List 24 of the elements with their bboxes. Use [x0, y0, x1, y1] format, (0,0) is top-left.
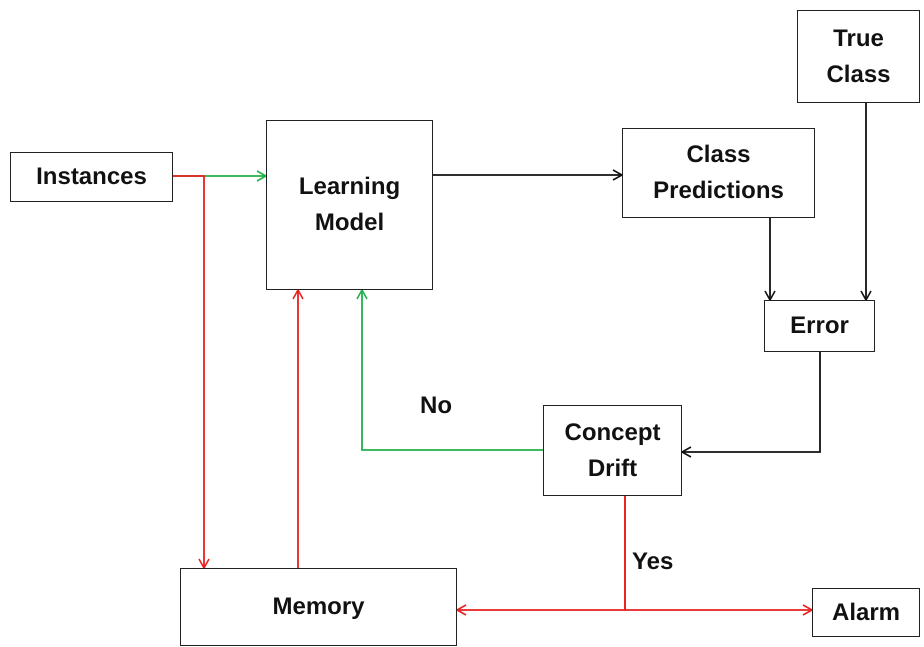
node-label: Concept Drift [564, 418, 662, 484]
arrow [681, 352, 821, 458]
arrow [433, 169, 623, 181]
process-box [543, 405, 682, 496]
node-label: Class Predictions [652, 140, 785, 206]
process-box [812, 588, 920, 637]
process-box [10, 152, 173, 202]
node-label: Memory [272, 592, 365, 622]
arrow [173, 175, 210, 569]
process-box [266, 120, 433, 290]
arrow [860, 103, 872, 301]
node-label: Instances [36, 162, 147, 192]
process-box [764, 300, 875, 352]
process-box [622, 128, 815, 218]
node-label: Error [790, 311, 849, 341]
arrow [764, 218, 776, 301]
node-label: Alarm [832, 598, 900, 628]
node-label: True Class [825, 24, 892, 90]
arrow [292, 289, 304, 568]
process-box [797, 10, 920, 103]
arrow [624, 496, 813, 616]
process-box [180, 568, 457, 646]
arrow [356, 289, 543, 451]
node-label: Learning Model [298, 172, 402, 238]
